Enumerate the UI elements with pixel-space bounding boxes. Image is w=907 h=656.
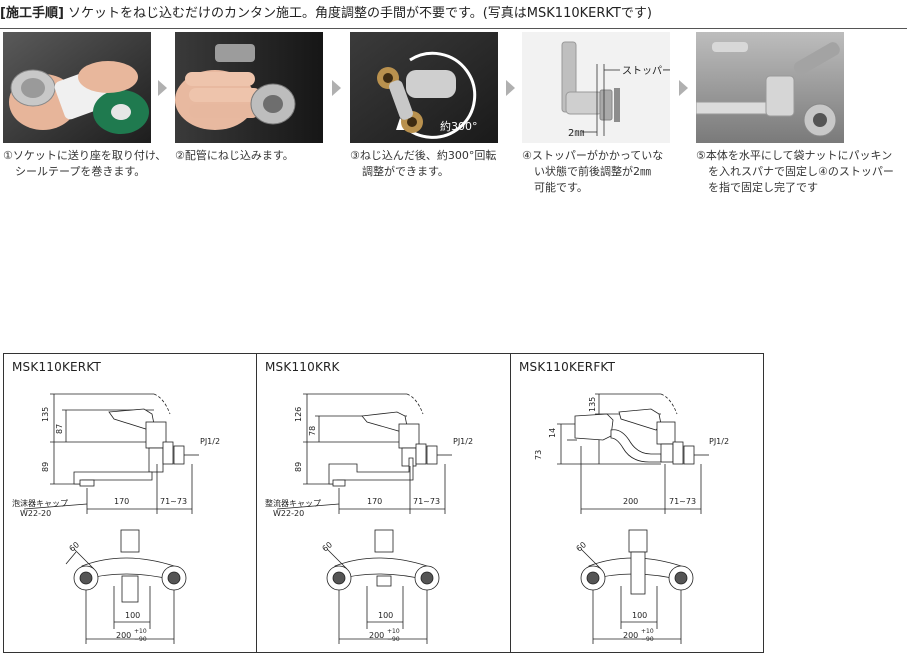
step1-caption: ①ソケットに送り座を取り付け、 シールテープを巻きます。 — [3, 149, 167, 178]
dim-tol-down: −90 — [134, 636, 147, 643]
arrow-1 — [158, 80, 167, 96]
dim-lower-height: 89 — [41, 462, 50, 472]
dim-lower-height: 73 — [534, 450, 543, 460]
dim-angle: 60 — [575, 540, 589, 553]
dim-tol-up: +10 — [641, 628, 654, 635]
model-name: MSK110KERKT — [12, 360, 102, 374]
arrow-2 — [332, 80, 341, 96]
cap-label: 泡沫器キャップ — [12, 498, 68, 508]
dim-offset: 71~73 — [160, 497, 187, 506]
stopper-label: ストッパー — [622, 65, 670, 77]
dim-spout: 200 — [623, 497, 638, 506]
dim-tol-up: +10 — [134, 628, 147, 635]
header-rule — [0, 28, 907, 29]
dim-center: 100 — [378, 611, 393, 620]
panel-msk110kerfkt: MSK110KERFKT — [511, 354, 763, 652]
header-description: ソケットをねじ込むだけのカンタン施工。角度調整の手間が不要です。(写真はMSK1… — [68, 6, 652, 21]
header-label: [施工手順] — [0, 6, 64, 21]
dim-width: 200 — [369, 631, 384, 640]
cap-label: 整流器キャップ — [265, 498, 321, 508]
step2-caption: ②配管にねじ込みます。 — [175, 149, 294, 162]
dim-center: 100 — [632, 611, 647, 620]
model-name: MSK110KERFKT — [519, 360, 616, 374]
dim-pipe: PJ1/2 — [453, 437, 473, 446]
divider-1 — [256, 354, 257, 652]
dim-spout-height: 14 — [548, 428, 557, 438]
step2-photo — [175, 32, 323, 143]
cap-size: W22-20 — [273, 509, 304, 518]
arrow-3 — [506, 80, 515, 96]
panel-msk110krk: MSK110KRK — [257, 354, 510, 652]
dim-spout: 170 — [367, 497, 382, 506]
header: [施工手順] ソケットをねじ込むだけのカンタン施工。角度調整の手間が不要です。(… — [0, 3, 907, 25]
dim-width: 200 — [623, 631, 638, 640]
dim-total-height: 135 — [41, 407, 50, 422]
divider-2 — [510, 354, 511, 652]
step5-photo — [696, 32, 844, 143]
step5-caption: ⑤本体を水平にして袋ナットにパッキン を入れスパナで固定し④のストッパー を指で… — [696, 149, 894, 194]
step3-caption: ③ねじ込んだ後、約300°回転 調整ができます。 — [350, 149, 497, 178]
arrow-4 — [679, 80, 688, 96]
dim-spout: 170 — [114, 497, 129, 506]
dim-tol-down: −90 — [387, 636, 400, 643]
dim-lower-height: 89 — [294, 462, 303, 472]
dim-offset: 71~73 — [669, 497, 696, 506]
dim-offset: 71~73 — [413, 497, 440, 506]
model-name: MSK110KRK — [265, 360, 340, 374]
dim-center: 100 — [125, 611, 140, 620]
dim-tol-up: +10 — [387, 628, 400, 635]
dim-width: 200 — [116, 631, 131, 640]
dim-angle: 60 — [68, 540, 82, 553]
dimension-drawings: MSK110KERKT — [3, 353, 764, 653]
gap-label: 2㎜ — [568, 128, 584, 139]
dim-tol-down: −90 — [641, 636, 654, 643]
panel-msk110kerkt: MSK110KERKT — [4, 354, 256, 652]
step1-photo — [3, 32, 151, 143]
step4-photo: ストッパー 2㎜ — [522, 32, 670, 143]
cap-size: W22-20 — [20, 509, 51, 518]
dim-upper-height: 78 — [308, 426, 317, 436]
step3-photo: 約300° — [350, 32, 498, 143]
rotation-label: 約300° — [440, 119, 478, 133]
dim-total-height: 126 — [294, 407, 303, 422]
dim-pipe: PJ1/2 — [709, 437, 729, 446]
dim-upper-height: 87 — [55, 424, 64, 434]
dim-angle: 60 — [321, 540, 335, 553]
step4-caption: ④ストッパーがかかっていな い状態で前後調整が2㎜ 可能です。 — [522, 149, 664, 194]
dim-pipe: PJ1/2 — [200, 437, 220, 446]
dim-total-height: 135 — [588, 397, 597, 412]
